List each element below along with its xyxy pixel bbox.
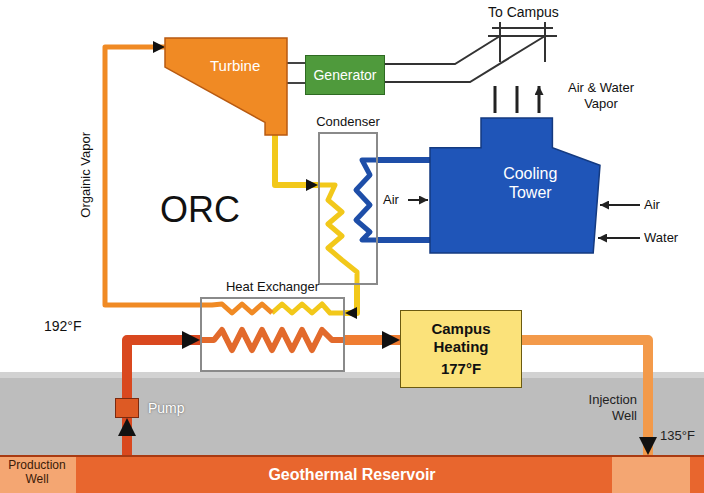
generator-box: Generator (305, 55, 385, 95)
node-label: Turbine (202, 57, 269, 75)
node-label: Geothermal Reservoir (268, 465, 435, 484)
annotation-label: 135°F (660, 428, 695, 444)
cooling-tower-shape (430, 118, 600, 253)
annotation-label: Air & Water Vapor (558, 80, 644, 111)
annotation-label: Production Well (4, 459, 70, 487)
pipe-connector (275, 135, 318, 185)
pipe-connector (522, 340, 648, 455)
exchanger-coil (272, 304, 345, 313)
power-pole (488, 22, 557, 62)
exchanger-coil (200, 330, 345, 350)
annotation-label: Air (644, 197, 660, 213)
condenser-box: Condenser (318, 132, 378, 285)
node-label: Cooling Tower (488, 164, 573, 202)
node-label: Condenser (316, 114, 380, 130)
reservoir-band: Geothermal Reservoir (0, 455, 704, 493)
annotation-label: 192°F (44, 318, 82, 335)
annotation-label: Air (383, 192, 399, 208)
annotation-label: Orgainic Vapor (78, 132, 94, 218)
cooling-tower: Cooling Tower (430, 118, 600, 253)
annotation-label: Injection Well (575, 392, 637, 423)
annotation-label: To Campus (488, 4, 559, 21)
turbine-outline (165, 38, 287, 135)
pump-box: Pump (115, 398, 139, 418)
pipe-connector (287, 63, 305, 83)
pipe-connector (122, 418, 132, 455)
campus-heating-box: Campus Heating 177°F (400, 310, 522, 388)
pipe-connector (378, 160, 430, 240)
condenser-coil (318, 185, 357, 285)
node-label: Pump (148, 400, 185, 417)
ground-surface (0, 372, 704, 378)
air-arrow (600, 204, 640, 206)
water-arrow (598, 237, 640, 239)
vapor-arrow (495, 86, 539, 113)
ground (0, 372, 704, 455)
node-label: 177°F (441, 360, 481, 378)
cooling-coil (356, 160, 378, 240)
heat-exchanger-body (200, 297, 345, 372)
annotation-label: ORC (160, 188, 240, 231)
pipe-connector (105, 47, 200, 305)
node-label: Generator (313, 67, 376, 84)
heat-exchanger-box: Heat Exchanger (200, 297, 345, 372)
pipe-connector (127, 340, 200, 398)
exchanger-coil (200, 304, 272, 313)
air-arrow (408, 199, 428, 201)
pipe-connector (345, 335, 400, 345)
annotation-label: Water (644, 230, 678, 246)
node-label: Campus Heating (415, 320, 507, 356)
node-label: Heat Exchanger (226, 279, 319, 295)
pipe-connector (345, 285, 357, 313)
condenser-body (318, 132, 378, 285)
turbine-shape (165, 38, 287, 135)
turbine: Turbine (165, 38, 287, 135)
power-line (385, 36, 545, 82)
